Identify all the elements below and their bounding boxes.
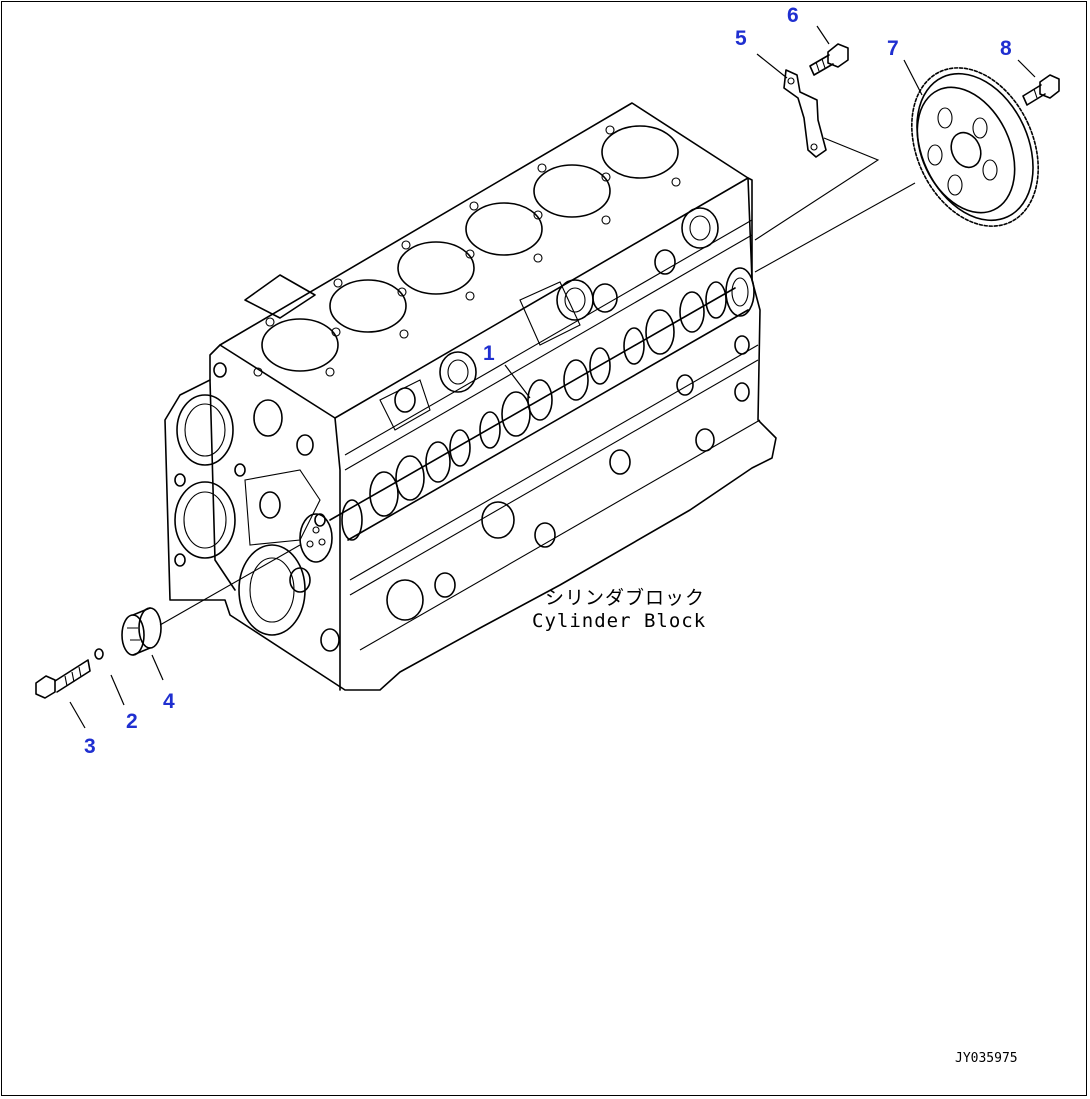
camshaft <box>299 267 755 563</box>
callout-5: 5 <box>735 27 747 50</box>
pulley <box>121 607 162 656</box>
front-face-bosses <box>174 362 340 652</box>
assembly-centerlines <box>159 137 916 626</box>
camshaft-rear-journal <box>725 267 755 317</box>
cylinder-block-label-english: Cylinder Block <box>532 610 706 632</box>
cylinder-block-label-japanese: シリンダブロック <box>545 586 705 609</box>
callout-4: 4 <box>163 690 175 713</box>
camshaft-front-nose <box>299 513 333 563</box>
drawing-code: JY035975 <box>955 1051 1018 1066</box>
washer <box>94 648 104 660</box>
cam-lobes <box>341 281 727 541</box>
callout-7: 7 <box>887 37 899 60</box>
block-front-edge <box>334 417 341 691</box>
callout-1: 1 <box>483 342 495 365</box>
callout-numbers: 1 2 3 4 5 6 7 8 <box>84 4 1012 758</box>
callout-2: 2 <box>126 710 138 733</box>
cam-gear <box>911 67 1039 227</box>
callout-8: 8 <box>1000 37 1012 60</box>
bolt-8 <box>1022 74 1060 106</box>
block-left-edge <box>209 379 236 591</box>
thrust-plate <box>783 69 827 158</box>
cylinder-block <box>164 102 777 691</box>
bolt-3 <box>35 659 91 699</box>
cylinder-bores <box>261 125 679 372</box>
block-outline <box>164 177 777 691</box>
block-top-step <box>244 274 316 319</box>
leader-lines <box>69 25 1036 729</box>
callout-6: 6 <box>787 4 799 27</box>
callout-3: 3 <box>84 735 96 758</box>
bolt-6 <box>809 43 849 76</box>
head-bolt-holes <box>253 125 681 377</box>
